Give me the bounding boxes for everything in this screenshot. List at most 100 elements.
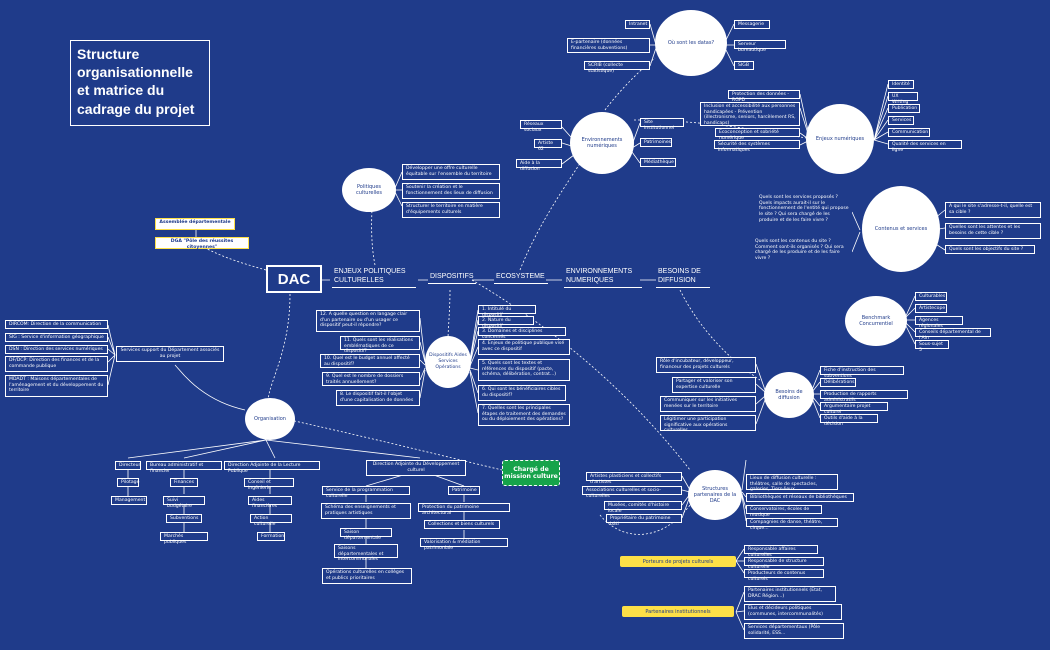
assemblee-box[interactable]: Assemblée départementale (155, 218, 235, 230)
org-item[interactable]: Management (111, 496, 147, 505)
besoins-item[interactable]: Légitimer une participation significativ… (660, 415, 756, 433)
partenaires-item[interactable]: Elus et décideurs politiques (communes, … (744, 604, 842, 620)
enjeux-node[interactable]: Enjeux numériques (806, 104, 874, 174)
dispositifs-question[interactable]: 9. Quel est le nombre de dossiers traité… (322, 372, 420, 386)
charge-mission-node[interactable]: Chargé de mission culture (502, 460, 560, 486)
dispositifs-question[interactable]: 2. Nature du dispositif (478, 316, 534, 329)
org-bureau[interactable]: Bureau administratif et financier (146, 461, 222, 474)
enjeux-item[interactable]: Communication (888, 128, 930, 137)
dispositifs-question[interactable]: 7. Quelles sont les principales étapes d… (478, 404, 570, 426)
porteurs-item[interactable]: Producteurs de contenus culturels (744, 569, 824, 582)
services-support-item[interactable]: DF/DCP: Direction des finances et de la … (5, 356, 108, 372)
besoins-item[interactable]: Communiquer sur les initiatives menées s… (660, 396, 756, 412)
services-support-item[interactable]: DIRCOM: Direction de la communication (5, 320, 108, 329)
benchmark-item[interactable]: Sous-sujet 5 (915, 340, 949, 353)
datas-item[interactable]: Serveur bureautique (734, 40, 786, 53)
dispositifs-node[interactable]: Dispositifs Aides Services Opérations (425, 336, 471, 388)
org-item[interactable]: Saison départementale (340, 528, 392, 541)
partenaires-item[interactable]: Services départementaux (Pôle solidarité… (744, 623, 844, 639)
datas-item[interactable]: Messagerie (734, 20, 770, 29)
organisation-node[interactable]: Organisation (245, 398, 295, 440)
besoins-item[interactable]: Délibérations (820, 378, 856, 387)
services-support-node[interactable]: Services support du Département associés… (116, 346, 224, 362)
org-item[interactable]: Protection du patrimoine architectural (418, 503, 510, 516)
env-node[interactable]: Environnements numériques (570, 112, 634, 174)
enjeux-item[interactable]: Qualité des services en ligne (888, 140, 962, 153)
services-support-item[interactable]: SIG : Service d'information géographique (5, 333, 108, 342)
datas-item[interactable]: E-partenaire (données financières subven… (567, 38, 650, 53)
org-item[interactable]: Schéma des enseignements et pratiques ar… (321, 503, 411, 519)
porteurs-item[interactable]: Responsable de structure culturelle (744, 557, 824, 570)
politiques-item[interactable]: Soutenir la création et le fonctionnemen… (402, 183, 500, 199)
org-item[interactable]: Marchés publiques (160, 532, 208, 545)
org-item[interactable]: Collections et biens culturels (424, 520, 500, 529)
org-item[interactable]: Action culturelle (250, 514, 292, 527)
org-item[interactable]: Finances (170, 478, 198, 487)
org-item[interactable]: Suivi budgétaire (163, 496, 205, 509)
structures-item[interactable]: Artistes plasticiens et collectifs d'art… (586, 472, 682, 485)
env-item[interactable]: Réseaux sociaux (520, 120, 562, 133)
env-item[interactable]: Artiste 62 (534, 139, 562, 152)
services-support-item[interactable]: DSN : Direction des services numériques (5, 345, 108, 354)
org-patrimoine[interactable]: Patrimoine (448, 486, 480, 495)
besoins-item[interactable]: Rôle d'incubateur, développeur, financeu… (656, 357, 756, 373)
datas-node[interactable]: Où sont les datas? (655, 10, 727, 76)
org-item[interactable]: Conseil et ingénierie (244, 478, 294, 491)
dispositifs-question[interactable]: 5. Quels sont les textes et références d… (478, 359, 570, 381)
header-enjeux[interactable]: ENJEUX POLITIQUES CULTURELLES (332, 268, 416, 288)
besoins-item[interactable]: Fiche d'instruction des subventions (820, 366, 904, 379)
org-directeur[interactable]: Directeur (115, 461, 141, 470)
enjeux-item[interactable]: Sécurité des systèmes informatiques (714, 140, 800, 153)
besoins-item[interactable]: Production de rapports administratifs (820, 390, 908, 403)
org-item[interactable]: Saisons départementales et intercommunal… (334, 544, 398, 562)
org-lecture[interactable]: Direction Adjointe de la Lecture Publiqu… (224, 461, 320, 474)
politiques-item[interactable]: Développer une offre culturelle équitabl… (402, 164, 500, 180)
org-item[interactable]: Aides financières (248, 496, 292, 509)
org-dev[interactable]: Direction Adjointe du Développement cult… (366, 460, 466, 476)
structures-item[interactable]: Lieux de diffusion culturelle : théâtres… (746, 474, 838, 492)
datas-item[interactable]: SCRIB (collecte statistique) (584, 61, 650, 74)
benchmark-item[interactable]: Culturables (915, 292, 947, 301)
dispositifs-question[interactable]: 3. Domaines et disciplines concernés (478, 327, 566, 340)
contenus-item[interactable]: A qui le site s'adresse-t-il, quelle est… (945, 202, 1041, 218)
structures-item[interactable]: Conservatoires, écoles de musique (746, 505, 822, 518)
enjeux-item[interactable]: Ecoconception et sobriété numérique (715, 128, 800, 141)
besoins-item[interactable]: Partager et valoriser son expertise cult… (672, 377, 756, 393)
dga-box[interactable]: DGA "Pôle des réussites citoyennes" (155, 237, 249, 250)
benchmark-item[interactable]: Conseils départemental de l'Ain (915, 328, 991, 341)
benchmark-item[interactable]: Artistecope (915, 304, 947, 313)
structures-node[interactable]: Structures partenaires de la DAC (688, 470, 742, 520)
structures-item[interactable]: Bibliothèques et réseaux de bibliothèque… (746, 493, 854, 502)
org-item[interactable]: Formation (257, 532, 285, 541)
org-item[interactable]: Valorisation & médiation patrimoniale (420, 538, 508, 551)
org-prog[interactable]: Service de la programmation culturelle (322, 486, 410, 499)
env-item[interactable]: Patrimoines (640, 138, 672, 147)
dac-node[interactable]: DAC (266, 265, 322, 293)
org-item[interactable]: Subventions (166, 514, 202, 523)
enjeux-item[interactable]: Identité (888, 80, 914, 89)
datas-item[interactable]: Intranet (625, 20, 650, 29)
benchmark-item[interactable]: Agences régionales (915, 316, 963, 329)
org-item[interactable]: Pilotage (117, 478, 139, 487)
dispositifs-question[interactable]: 11. Quels sont les réalisations emblémat… (340, 336, 420, 354)
contenus-item[interactable]: Quelles sont les attentes et les besoins… (945, 223, 1041, 239)
structures-item[interactable]: Musées, comités d'histoire locale (604, 501, 682, 514)
partenaires-node[interactable]: Partenaires institutionnels (622, 606, 734, 617)
env-item[interactable]: Site institutionnel (640, 118, 684, 131)
structures-item[interactable]: Propriétaire du patrimoine bâti (606, 514, 682, 527)
env-item[interactable]: Aide à la diffusion (516, 159, 562, 172)
dispositifs-question[interactable]: 8. Le dispositif fait-il l'objet d'une c… (336, 390, 420, 406)
enjeux-item[interactable]: Publication (888, 104, 920, 113)
header-ecosysteme[interactable]: ECOSYSTEME (494, 273, 548, 284)
porteurs-node[interactable]: Porteurs de projets culturels (620, 556, 736, 567)
structures-item[interactable]: Compagnies de danse, théâtre, cirque... (746, 518, 838, 531)
enjeux-item[interactable]: Protection des données - RGPD (728, 90, 800, 103)
dispositifs-question[interactable]: 12. A quelle question en langage clair d… (316, 310, 420, 332)
besoins-item[interactable]: Argumentaire projet culturel (820, 402, 888, 415)
besoins-node[interactable]: Besoins de diffusion (764, 372, 814, 418)
services-support-item[interactable]: MDADT : Maisons départementales de l'amé… (5, 375, 108, 397)
dispositifs-question[interactable]: 1. Intitulé du dispositif (478, 305, 536, 318)
contenus-item[interactable]: Quels sont les objectifs du site ? (945, 245, 1035, 254)
contenus-node[interactable]: Contenus et services (862, 186, 940, 272)
header-dispositifs[interactable]: DISPOSITIFS (428, 273, 476, 284)
